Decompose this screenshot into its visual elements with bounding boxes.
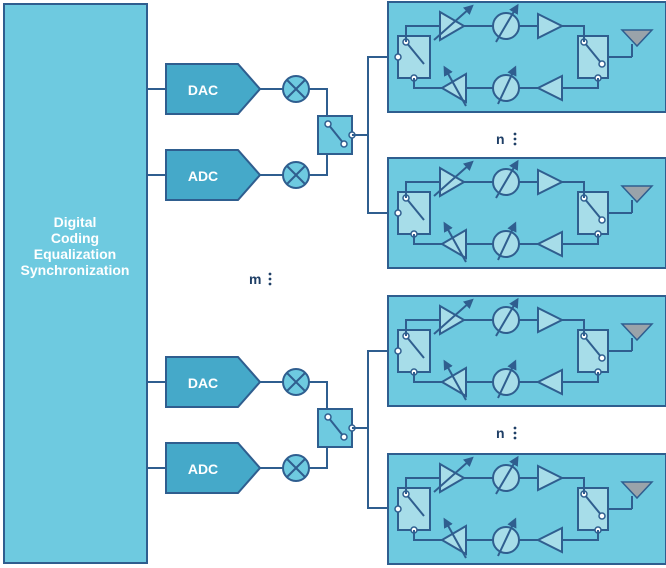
switch-icon [317, 115, 356, 155]
digital-line-3: Equalization [34, 246, 116, 262]
adc-block: ADC [165, 442, 262, 494]
svg-text:m: m [249, 271, 261, 287]
rf-channel-module [388, 2, 666, 112]
n-repeat-label: n [496, 425, 517, 441]
converter-group-2: DAC ADC n [147, 296, 666, 564]
rf-channel-module [388, 296, 666, 406]
digital-processing-block: Digital Coding Equalization Synchronizat… [3, 3, 148, 564]
svg-text:ADC: ADC [188, 168, 218, 184]
adc-block: ADC [165, 149, 262, 201]
converter-group-1: DAC ADC n [147, 2, 666, 268]
digital-line-4: Synchronization [21, 262, 130, 278]
m-repeat-label: m [249, 271, 272, 287]
mixer-icon [282, 161, 310, 189]
rf-channel-module [388, 158, 666, 268]
rf-channel-module [388, 454, 666, 564]
mixer-icon [282, 368, 310, 396]
svg-text:DAC: DAC [188, 375, 218, 391]
svg-text:n: n [496, 131, 505, 147]
digital-line-2: Coding [51, 230, 99, 246]
mixer-icon [282, 75, 310, 103]
dac-block: DAC [165, 356, 262, 408]
n-repeat-label: n [496, 131, 517, 147]
digital-line-1: Digital [54, 214, 97, 230]
switch-icon [317, 408, 356, 448]
svg-text:n: n [496, 425, 505, 441]
mixer-icon [282, 454, 310, 482]
svg-text:DAC: DAC [188, 82, 218, 98]
dac-block: DAC [165, 63, 262, 115]
svg-text:ADC: ADC [188, 461, 218, 477]
